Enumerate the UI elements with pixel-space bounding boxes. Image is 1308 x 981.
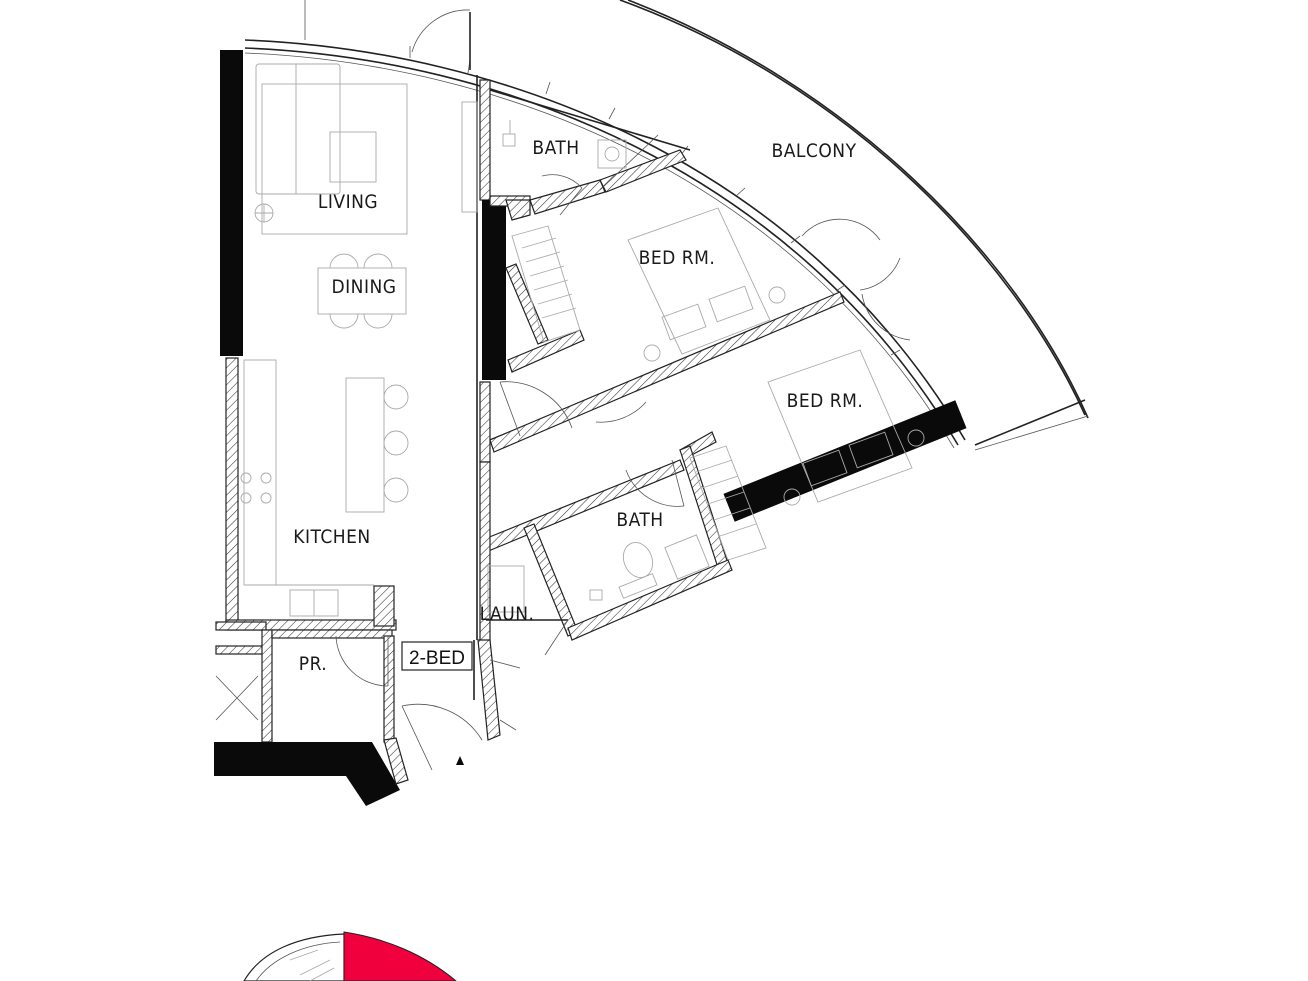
living-walls [220, 50, 506, 640]
balcony-label: BALCONY [771, 140, 856, 162]
bath-2 [481, 459, 733, 641]
dining-label: DINING [331, 276, 396, 298]
bedroom-2-label: BED RM. [787, 390, 864, 412]
bedroom-1 [489, 199, 845, 453]
balcony-outline [619, 0, 1089, 451]
bedroom-2 [679, 349, 967, 575]
laundry [479, 461, 569, 656]
entry-area [214, 621, 521, 806]
bedroom-1-label: BED RM. [639, 247, 716, 269]
laundry-label: LAUN. [480, 603, 535, 625]
kitchen-label: KITCHEN [293, 526, 370, 548]
key-plan [243, 931, 457, 981]
pr-label: PR. [299, 653, 327, 675]
unit-type-label: 2-BED [409, 648, 465, 669]
living-door [304, 0, 471, 70]
kitchen-furniture [240, 359, 409, 617]
living-furniture [254, 63, 478, 235]
bedroom-doors [499, 218, 911, 437]
dining-furniture [317, 253, 407, 329]
key-plan-highlight [343, 931, 457, 981]
bath-2-label: BATH [616, 509, 663, 531]
bath-1 [489, 89, 691, 216]
unit-type-badge: 2-BED [401, 641, 473, 671]
living-label: LIVING [318, 191, 378, 213]
bath-1-label: BATH [532, 137, 579, 159]
curved-facade [244, 39, 966, 449]
